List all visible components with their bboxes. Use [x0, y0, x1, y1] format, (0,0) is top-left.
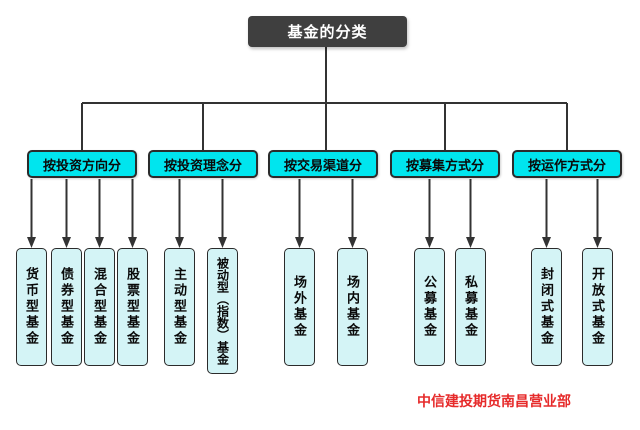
leaf-node-public-fund: 公募基金: [414, 248, 445, 366]
leaf-label: 场内基金: [345, 275, 360, 339]
leaf-label: 封闭式基金: [539, 267, 554, 347]
category-node-by-fundraising-method: 按募集方式分: [390, 150, 500, 178]
leaf-node-passive-index-fund: 被动型（指数）基金: [207, 248, 238, 374]
category-node-by-investment-philosophy: 按投资理念分: [148, 150, 258, 178]
leaf-node-stock-fund: 股票型基金: [117, 248, 148, 366]
category-node-by-operation-mode: 按运作方式分: [512, 150, 622, 178]
leaf-label: 公募基金: [422, 275, 437, 339]
leaf-label: 被动型（指数）基金: [215, 257, 230, 365]
leaf-label: 混合型基金: [92, 267, 107, 347]
leaf-label: 场外基金: [292, 275, 307, 339]
leaf-node-exchange-fund: 场内基金: [337, 248, 368, 366]
leaf-node-open-end-fund: 开放式基金: [582, 248, 613, 366]
category-node-by-investment-direction: 按投资方向分: [27, 150, 137, 178]
leaf-node-closed-end-fund: 封闭式基金: [531, 248, 562, 366]
leaf-label: 私募基金: [463, 275, 478, 339]
leaf-node-otc-fund: 场外基金: [284, 248, 315, 366]
leaf-label: 开放式基金: [590, 267, 605, 347]
leaf-label: 债券型基金: [59, 267, 74, 347]
leaf-label: 主动型基金: [172, 267, 187, 347]
category-node-by-trading-channel: 按交易渠道分: [268, 150, 378, 178]
leaf-node-active-fund: 主动型基金: [164, 248, 195, 366]
leaf-label: 货币型基金: [24, 267, 39, 347]
watermark-text: 中信建投期货南昌营业部: [417, 393, 571, 409]
leaf-node-bond-fund: 债券型基金: [51, 248, 82, 366]
leaf-node-private-fund: 私募基金: [455, 248, 486, 366]
leaf-node-money-fund: 货币型基金: [16, 248, 47, 366]
connector-arrows: [27, 179, 602, 248]
leaf-node-hybrid-fund: 混合型基金: [84, 248, 115, 366]
leaf-label: 股票型基金: [125, 267, 140, 347]
root-node-fund-classification: 基金的分类: [248, 16, 407, 47]
